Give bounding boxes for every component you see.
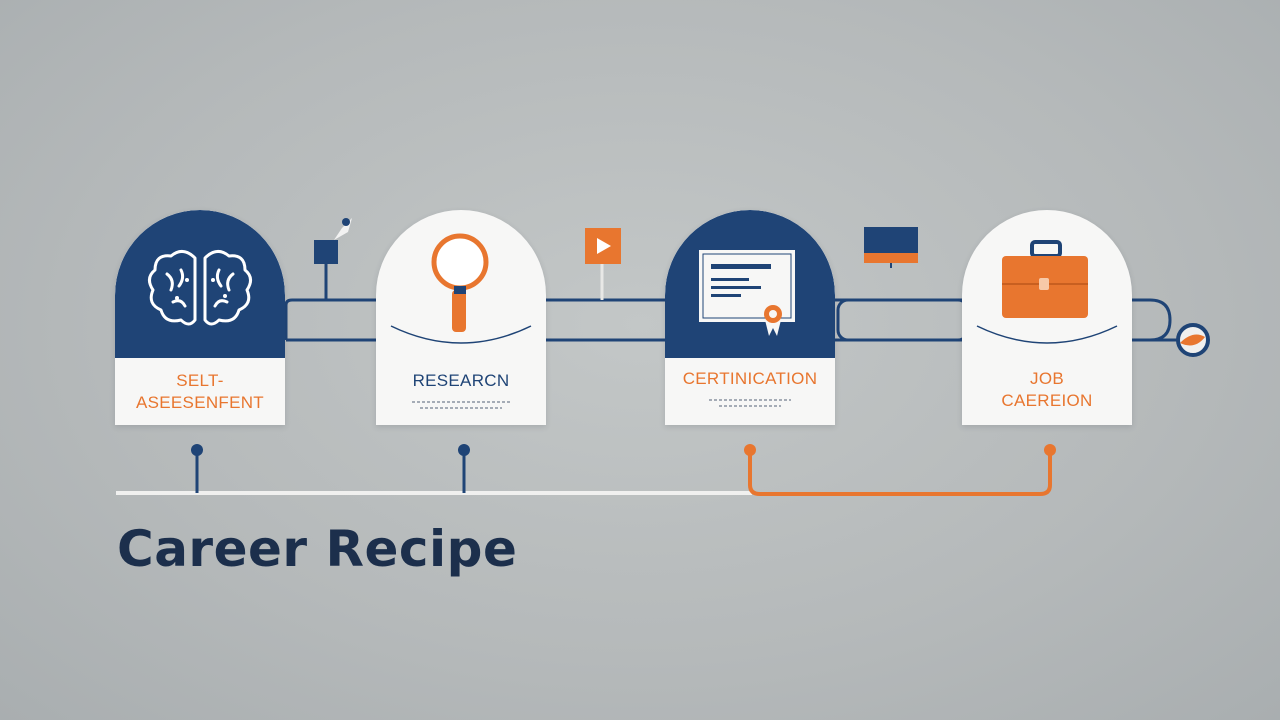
flag-icon	[314, 218, 352, 300]
step-label-line1: CERTINICATION	[682, 369, 818, 388]
step-label-line1: JOB	[1030, 369, 1064, 388]
step-label: JOB CAEREION	[962, 368, 1132, 412]
fine-print	[709, 399, 791, 407]
orange-bracket	[744, 444, 1056, 496]
magnifier-icon	[431, 233, 489, 332]
step-label-line1: SELT-	[176, 371, 224, 390]
monitor-icon	[864, 227, 918, 268]
step-card-job: JOB CAEREION	[962, 210, 1132, 425]
step-label-line2: ASEESENFENT	[136, 393, 264, 412]
page-title: Career Recipe	[117, 520, 518, 578]
badge-navy	[665, 210, 835, 358]
step-label: CERTINICATION	[665, 368, 835, 390]
briefcase-icon	[1002, 240, 1088, 318]
step-label: SELT- ASEESENFENT	[115, 370, 285, 414]
upper-rail-left	[284, 298, 383, 320]
arc-divider	[976, 325, 1118, 344]
certificate-icon	[699, 250, 795, 336]
brain-icon	[148, 250, 252, 326]
step-label-line1: RESEARCN	[412, 371, 510, 390]
arc-divider	[390, 325, 532, 344]
step-label-line2: CAEREION	[1001, 391, 1093, 410]
fine-print	[412, 401, 510, 409]
step-card-research: RESEARCN	[376, 210, 546, 425]
play-icon	[585, 228, 621, 300]
pin-2	[458, 444, 470, 493]
pin-1	[191, 444, 203, 493]
badge-navy	[115, 210, 285, 358]
step-card-self-assessment: SELT- ASEESENFENT	[115, 210, 285, 425]
rail-loop-box	[836, 298, 970, 342]
step-label: RESEARCN	[376, 370, 546, 392]
end-node-icon	[1176, 323, 1210, 357]
upper-rail-right	[830, 298, 1172, 342]
step-card-certification: CERTINICATION	[665, 210, 835, 425]
